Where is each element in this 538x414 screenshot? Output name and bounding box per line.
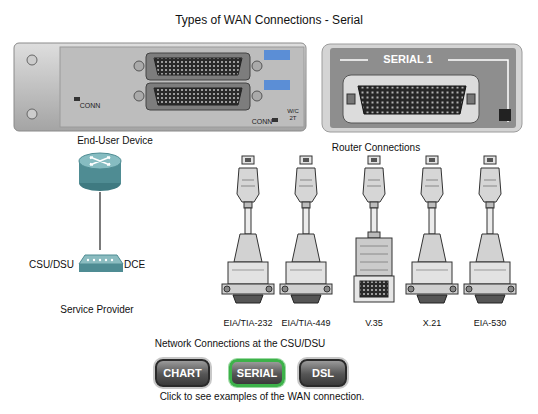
router-top: [79, 153, 121, 169]
text-label: V.35: [349, 318, 399, 329]
port-screw: [252, 61, 262, 71]
text-label: X.21: [407, 318, 457, 329]
link-line: [99, 192, 100, 250]
device-front: [79, 264, 123, 272]
cable-plug: [363, 156, 385, 234]
dsub-connector: [222, 234, 274, 303]
csu-dsu-device: CSU/DSU DCE Service Provider: [24, 250, 156, 318]
text-label: EIA-530: [462, 318, 518, 329]
button-label: SERIAL: [232, 362, 282, 384]
nav-button: CHART: [155, 359, 210, 387]
serial-port-photo: [322, 44, 522, 132]
wic-card: [60, 47, 304, 127]
button-label: CHART: [157, 361, 208, 385]
text-label: Network Connections at the CSU/DSU: [120, 338, 360, 350]
node-label: Service Provider: [38, 304, 156, 316]
device-port: [99, 259, 101, 261]
port-screw: [252, 91, 262, 101]
v35-connector: [354, 232, 394, 302]
cable-plug: [237, 156, 259, 234]
text-label: SERIAL 1: [368, 53, 448, 66]
router-icon: [78, 152, 122, 192]
nav-button: SERIAL: [229, 359, 285, 387]
connector-pins: [358, 86, 466, 114]
port-screw: [134, 91, 144, 101]
serial-port: [146, 53, 250, 80]
csu-dsu-icon: [76, 252, 124, 278]
port-screw: [134, 61, 144, 71]
connector-screw: [347, 94, 355, 104]
status-led: [499, 109, 511, 121]
caption-text: Click to see examples of the WAN connect…: [102, 391, 422, 403]
router-arrows: [90, 157, 110, 165]
port-plate: [330, 48, 516, 128]
dsub-connector: [464, 234, 516, 303]
outline-marking: [340, 60, 508, 122]
device-port: [93, 259, 95, 261]
photo-frame: [322, 44, 522, 132]
device-port: [105, 259, 107, 261]
node-label: CSU/DSU: [24, 259, 74, 271]
device-top: [79, 255, 123, 264]
led: [74, 97, 80, 101]
dsub-connector: [280, 234, 332, 303]
text-label: W/C 2T: [285, 108, 301, 121]
serial-connector: [343, 75, 479, 123]
panel-screw: [27, 109, 37, 119]
node-label: DCE: [124, 259, 154, 271]
router-cables: [222, 156, 516, 303]
text-label: CONN: [75, 102, 105, 109]
button-label: DSL: [301, 361, 345, 385]
blue-tab: [264, 80, 290, 90]
text-label: EIA/TIA-449: [275, 318, 337, 329]
router-device: End-User Device: [56, 134, 174, 192]
panel-plate: [14, 43, 306, 131]
text-label: CONN: [247, 118, 277, 125]
cable-plug: [295, 156, 317, 234]
diagram-title: Types of WAN Connections - Serial: [119, 13, 419, 27]
serial-port: [146, 83, 250, 110]
cable-plug: [479, 156, 501, 234]
port-pins: [154, 58, 242, 75]
text-label: EIA/TIA-232: [217, 318, 279, 329]
blue-tab: [264, 50, 290, 60]
cable-plug: [421, 156, 443, 234]
led: [272, 118, 278, 122]
device-port: [111, 259, 113, 261]
dsub-connector: [406, 234, 458, 303]
text-label: Router Connections: [316, 142, 436, 154]
nav-button: DSL: [299, 359, 347, 387]
router-panel-photo: [14, 43, 306, 131]
port-pins: [154, 88, 242, 105]
connector-screw: [467, 94, 475, 104]
node-label: End-User Device: [56, 135, 174, 147]
device-port: [87, 259, 89, 261]
panel-screw: [27, 55, 37, 65]
